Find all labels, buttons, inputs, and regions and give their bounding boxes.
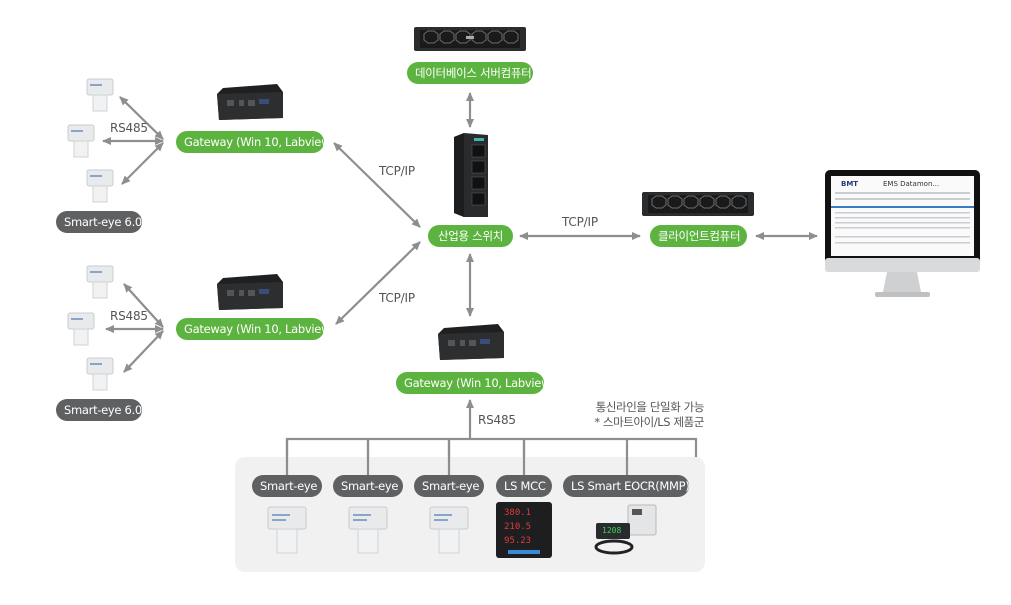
switch-label: 산업용 스위치 [428, 225, 513, 247]
monitor-brand: BMT [841, 180, 859, 188]
gateway-bottom-label: Gateway (Win 10, Labview) [396, 372, 555, 394]
meter-reading-1: 380.1 [504, 508, 532, 518]
arrow-tcp-mid [335, 241, 421, 325]
tcp-top-label: TCP/IP [379, 164, 415, 178]
client-pc-label: 클라이언트컴퓨터 [650, 225, 747, 247]
smart-eye-sensor-icon [85, 168, 115, 204]
gateway-top-label: Gateway (Win 10, Labview) [176, 131, 335, 153]
monitor-title: EMS Datamon... [883, 180, 940, 188]
arrow-tcp-top [333, 142, 421, 228]
power-meter-icon: 380.1 210.5 95.23 [496, 502, 552, 558]
bottom-device-label-5: LS Smart EOCR(MMP) [563, 475, 690, 497]
bottom-device-label-1: Smart-eye [252, 475, 322, 497]
sensor-group-mid-label: Smart-eye 6.0 [56, 399, 142, 421]
bottom-device-label-2: Smart-eye [333, 475, 403, 497]
note-line2: * 스마트아이/LS 제품군 [594, 415, 704, 429]
mini-pc-icon [215, 272, 287, 312]
rs485-bottom-label: RS485 [478, 413, 516, 427]
smart-eye-sensor-icon [85, 264, 115, 300]
smart-eye-sensor-icon [266, 505, 308, 555]
note-line1: 통신라인을 단일화 가능 [595, 400, 705, 414]
sensor-group-top-label: Smart-eye 6.0 [56, 211, 142, 233]
network-switch-icon [452, 133, 490, 218]
meter-reading-3: 95.23 [504, 536, 532, 546]
mini-pc-icon [215, 82, 287, 122]
arrow-rs485-mid-3 [123, 330, 164, 373]
smart-eye-sensor-icon [428, 505, 470, 555]
rs485-mid-label: RS485 [110, 309, 148, 323]
smart-eye-sensor-icon [85, 356, 115, 392]
mini-pc-icon [436, 322, 508, 362]
eocr-relay-icon: 1208 [594, 503, 658, 557]
gateway-mid-label: Gateway (Win 10, Labview) [176, 318, 335, 340]
rack-server-icon [414, 25, 526, 53]
smart-eye-sensor-icon [85, 77, 115, 113]
arrow-rs485-mid-1 [123, 283, 164, 328]
rack-server-icon [642, 190, 754, 218]
db-server-label: 데이터베이스 서버컴퓨터 [407, 62, 533, 84]
note-text: 통신라인을 단일화 가능 * 스마트아이/LS 제품군 [570, 400, 704, 430]
rs485-top-label: RS485 [110, 121, 148, 135]
meter-reading-2: 210.5 [504, 522, 532, 532]
smart-eye-sensor-icon [347, 505, 389, 555]
eocr-reading: 1208 [602, 526, 622, 535]
bottom-device-label-4: LS MCC [496, 475, 552, 497]
smart-eye-sensor-icon [66, 123, 96, 159]
arrow-rs485-top-1 [119, 96, 164, 140]
smart-eye-sensor-icon [66, 311, 96, 347]
tcp-client-label: TCP/IP [562, 215, 598, 229]
arrow-rs485-top-3 [121, 142, 164, 185]
bottom-device-label-3: Smart-eye [414, 475, 484, 497]
tcp-mid-label: TCP/IP [379, 291, 415, 305]
monitor-icon: BMT EMS Datamon... [825, 170, 980, 300]
